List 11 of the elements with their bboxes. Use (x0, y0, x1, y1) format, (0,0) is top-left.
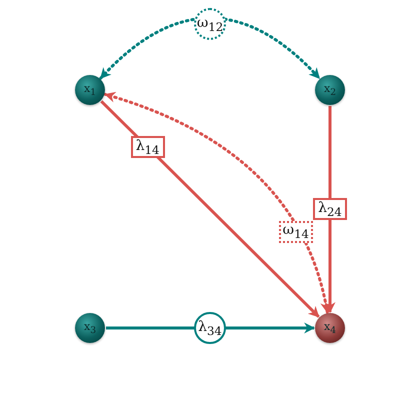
edge-label: ω$_{14}$ (278, 220, 313, 243)
node-sphere: x$_{1}$ (75, 75, 105, 105)
edge-label: λ$_{14}$ (130, 136, 165, 158)
arrow (324, 106, 336, 314)
edge-label: ω$_{12}$ (194, 8, 226, 40)
node-sphere: x$_{2}$ (315, 75, 345, 105)
edge-label: λ$_{24}$ (313, 198, 347, 220)
node-sphere: x$_{4}$ (315, 313, 345, 343)
arrow (99, 16, 321, 80)
edge-label: λ$_{34}$ (194, 312, 226, 344)
node-sphere: x$_{3}$ (75, 313, 105, 343)
